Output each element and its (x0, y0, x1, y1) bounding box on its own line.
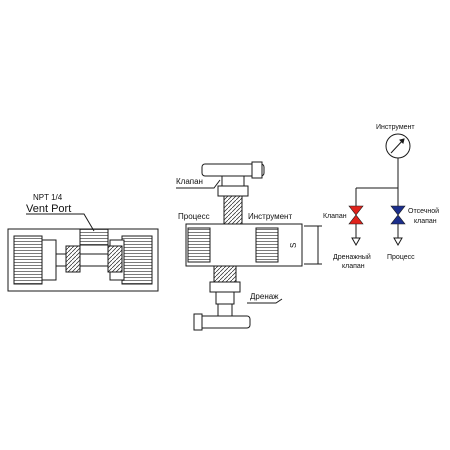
gauge-needle-tip (399, 138, 405, 144)
top-stem (223, 195, 243, 225)
drain-label: Дренаж (250, 292, 279, 301)
left-inlet-bore (41, 239, 57, 281)
vent-port-thread (79, 228, 109, 246)
top-nut (217, 185, 249, 197)
shutoff-label-line1: Отсечной (408, 207, 439, 215)
process-port (187, 227, 211, 263)
instrument-port (255, 227, 279, 263)
inner-valve-left (65, 245, 81, 273)
right-inlet-thread (121, 235, 153, 285)
left-section-view (7, 213, 159, 292)
drain-outlet-icon (351, 237, 361, 247)
npt-label: NPT 1/4 (33, 193, 63, 202)
instrument-label: Инструмент (248, 212, 292, 221)
drain-nut (209, 281, 241, 293)
process-inlet-icon (393, 237, 403, 247)
left-inlet-thread (13, 235, 43, 285)
top-handle-cap (251, 161, 263, 179)
drain-handle-cap (193, 313, 203, 331)
drain-stem (213, 265, 237, 283)
schematic-instrument-label: Инструмент (376, 124, 415, 131)
process-label: Процесс (178, 212, 210, 221)
drain-leader (247, 298, 283, 304)
drain-shaft (217, 303, 233, 317)
center-valve-view (176, 161, 322, 331)
drain-valve-label-line2: клапан (342, 263, 365, 270)
drain-valve-icon (348, 205, 364, 225)
inner-valve-right (107, 245, 123, 273)
top-bonnet (221, 175, 245, 187)
drain-valve-label-line1: Дренажный (333, 253, 371, 261)
drain-bonnet (215, 291, 235, 305)
valve-leader (176, 179, 221, 189)
center-passage (55, 253, 111, 267)
valve-label: Клапан (176, 177, 203, 186)
shutoff-label-line2: клапан (414, 218, 437, 225)
dimension-s-label: S (289, 243, 298, 248)
schematic-process-label: Процесс (387, 254, 415, 261)
schematic (351, 133, 411, 247)
vent-port-label: Vent Port (26, 203, 71, 215)
dimension-s-line (304, 225, 322, 265)
shutoff-valve-icon (390, 205, 406, 225)
vent-port-leader (26, 213, 95, 232)
schematic-valve-label: Клапан (323, 213, 347, 220)
